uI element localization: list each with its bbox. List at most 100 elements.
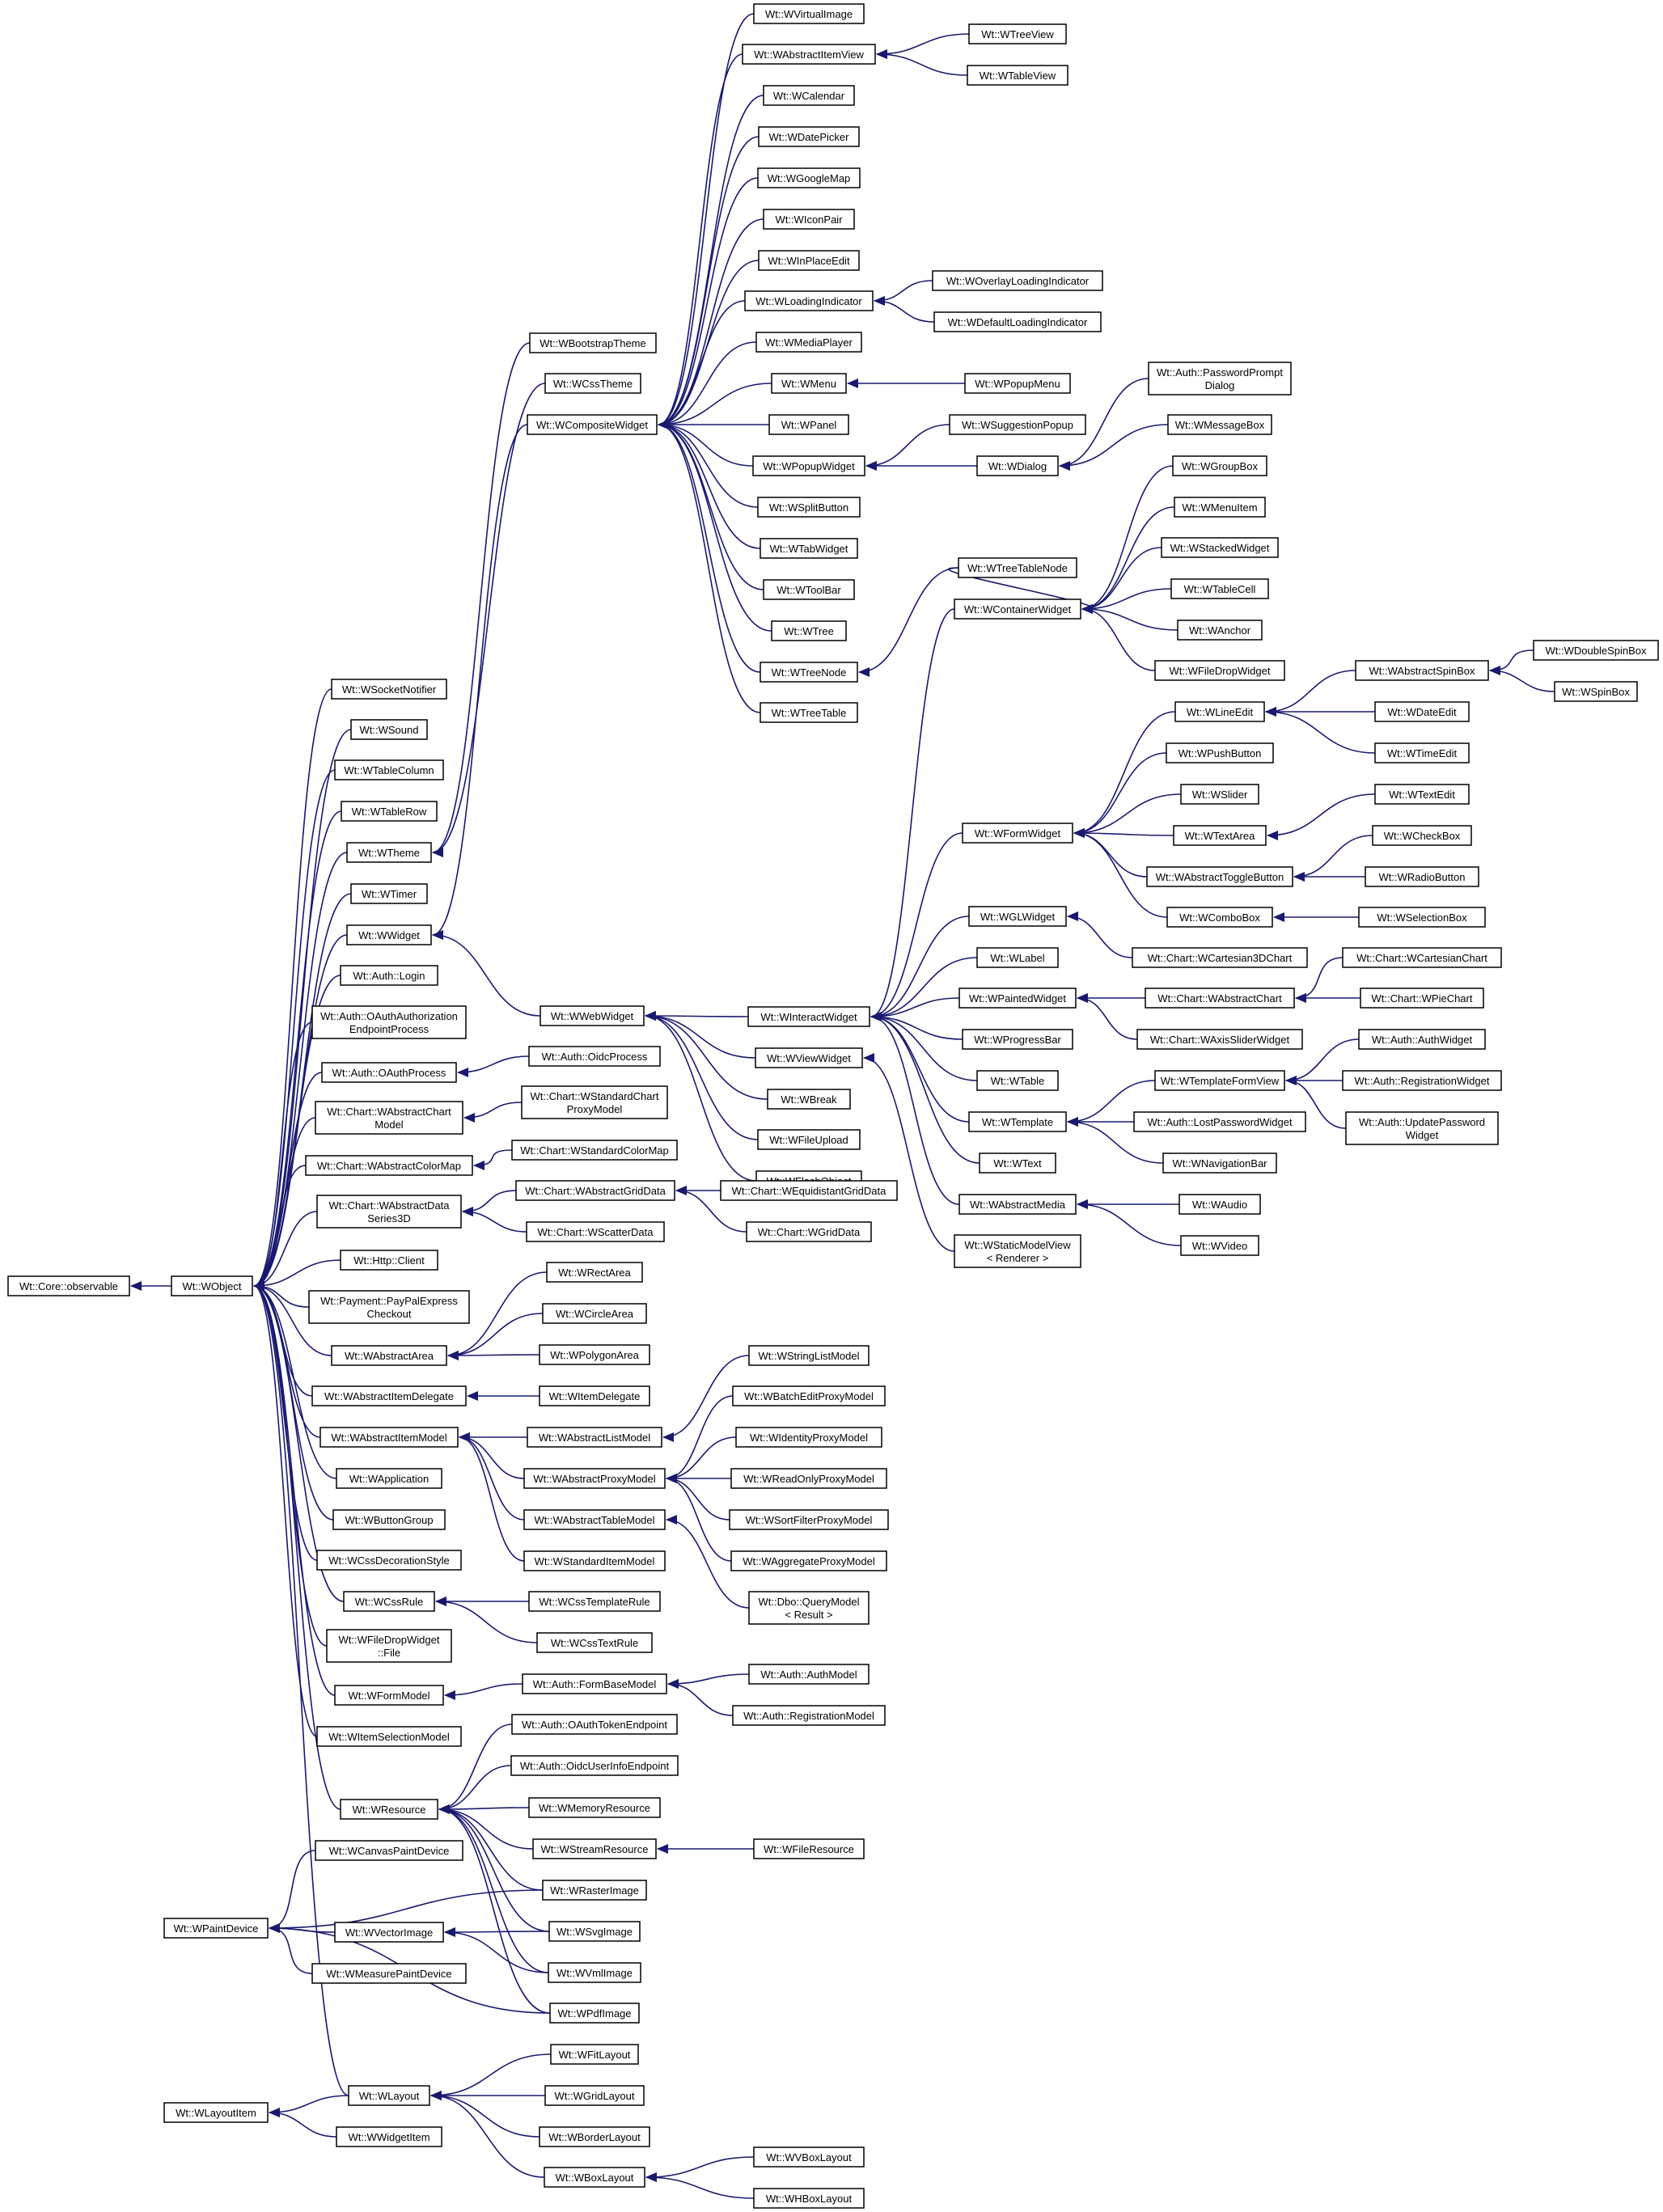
class-node-w-web-widget[interactable]: Wt::WWebWidget xyxy=(540,1005,645,1026)
class-node-w-css-template-rule[interactable]: Wt::WCssTemplateRule xyxy=(528,1591,661,1612)
class-node-w-abstract-item-view[interactable]: Wt::WAbstractItemView xyxy=(742,44,876,65)
class-node-w-tree[interactable]: Wt::WTree xyxy=(771,620,847,641)
class-node-w-fit-layout[interactable]: Wt::WFitLayout xyxy=(550,2044,639,2065)
class-node-w-vml-image[interactable]: Wt::WVmlImage xyxy=(548,1962,641,1983)
class-node-w-read-only-proxy-model[interactable]: Wt::WReadOnlyProxyModel xyxy=(730,1468,887,1489)
class-node-auth-model[interactable]: Wt::Auth::AuthModel xyxy=(748,1664,870,1685)
class-node-w-theme[interactable]: Wt::WTheme xyxy=(346,842,432,863)
class-node-w-virtual-image[interactable]: Wt::WVirtualImage xyxy=(753,3,865,24)
class-node-w-dialog[interactable]: Wt::WDialog xyxy=(976,455,1059,476)
class-node-w-interact-widget[interactable]: Wt::WInteractWidget xyxy=(747,1006,870,1027)
class-node-w-layout[interactable]: Wt::WLayout xyxy=(348,2085,430,2106)
class-node-w-text-edit[interactable]: Wt::WTextEdit xyxy=(1374,784,1470,805)
class-node-w-abstract-list-model[interactable]: Wt::WAbstractListModel xyxy=(527,1427,662,1448)
class-node-w-static-model-view[interactable]: Wt::WStaticModelView< Renderer > xyxy=(954,1234,1081,1268)
class-node-observable[interactable]: Wt::Core::observable xyxy=(7,1275,130,1296)
class-node-w-socket-notifier[interactable]: Wt::WSocketNotifier xyxy=(331,679,447,700)
class-node-w-double-spin-box[interactable]: Wt::WDoubleSpinBox xyxy=(1533,640,1659,661)
class-node-dbo-query-model[interactable]: Wt::Dbo::QueryModel< Result > xyxy=(748,1591,870,1625)
class-node-w-abstract-spin-box[interactable]: Wt::WAbstractSpinBox xyxy=(1355,660,1489,681)
class-node-w-grid-data[interactable]: Wt::Chart::WGridData xyxy=(746,1221,872,1242)
class-node-w-suggestion-popup[interactable]: Wt::WSuggestionPopup xyxy=(949,414,1086,435)
class-node-w-resource[interactable]: Wt::WResource xyxy=(340,1799,438,1820)
class-node-w-abstract-proxy-model[interactable]: Wt::WAbstractProxyModel xyxy=(523,1468,666,1489)
class-node-w-video[interactable]: Wt::WVideo xyxy=(1180,1235,1259,1256)
class-node-auth-widget[interactable]: Wt::Auth::AuthWidget xyxy=(1358,1029,1486,1050)
class-node-auth-login[interactable]: Wt::Auth::Login xyxy=(340,965,438,986)
class-node-w-tree-node[interactable]: Wt::WTreeNode xyxy=(760,662,858,683)
class-node-w-svg-image[interactable]: Wt::WSvgImage xyxy=(548,1921,641,1942)
class-node-w-scatter-data[interactable]: Wt::Chart::WScatterData xyxy=(526,1221,665,1242)
class-node-w-file-drop-widget[interactable]: Wt::WFileDropWidget xyxy=(1154,660,1285,681)
class-node-w-table-column[interactable]: Wt::WTableColumn xyxy=(334,759,444,780)
class-node-w-line-edit[interactable]: Wt::WLineEdit xyxy=(1174,701,1265,722)
class-node-w-css-rule[interactable]: Wt::WCssRule xyxy=(343,1591,435,1612)
class-node-w-grid-layout[interactable]: Wt::WGridLayout xyxy=(544,2085,645,2106)
class-node-w-abstract-media[interactable]: Wt::WAbstractMedia xyxy=(958,1194,1077,1215)
class-node-w-text[interactable]: Wt::WText xyxy=(979,1153,1056,1174)
class-node-w-message-box[interactable]: Wt::WMessageBox xyxy=(1167,414,1272,435)
class-node-w-view-widget[interactable]: Wt::WViewWidget xyxy=(755,1047,863,1068)
class-node-w-memory-resource[interactable]: Wt::WMemoryResource xyxy=(528,1797,661,1818)
class-node-w-timer[interactable]: Wt::WTimer xyxy=(350,883,428,904)
class-node-w-table-cell[interactable]: Wt::WTableCell xyxy=(1170,578,1269,599)
class-node-lost-password-widget[interactable]: Wt::Auth::LostPasswordWidget xyxy=(1133,1111,1306,1132)
class-node-w-batch-edit-proxy-model[interactable]: Wt::WBatchEditProxyModel xyxy=(732,1385,886,1406)
class-node-w-table[interactable]: Wt::WTable xyxy=(976,1070,1059,1091)
class-node-w-icon-pair[interactable]: Wt::WIconPair xyxy=(763,209,855,230)
class-node-http-client[interactable]: Wt::Http::Client xyxy=(340,1250,438,1271)
class-node-o-auth-token-endpoint[interactable]: Wt::Auth::OAuthTokenEndpoint xyxy=(511,1714,678,1735)
class-node-w-break[interactable]: Wt::WBreak xyxy=(767,1089,851,1110)
class-node-w-popup-widget[interactable]: Wt::WPopupWidget xyxy=(752,455,865,476)
class-node-w-popup-menu[interactable]: Wt::WPopupMenu xyxy=(964,373,1071,394)
class-node-w-panel[interactable]: Wt::WPanel xyxy=(768,414,849,435)
class-node-w-rect-area[interactable]: Wt::WRectArea xyxy=(546,1262,643,1283)
class-node-w-cartesian-chart[interactable]: Wt::Chart::WCartesianChart xyxy=(1342,947,1502,968)
class-node-w-circle-area[interactable]: Wt::WCircleArea xyxy=(542,1303,647,1324)
class-node-w-slider[interactable]: Wt::WSlider xyxy=(1180,784,1259,805)
class-node-w-raster-image[interactable]: Wt::WRasterImage xyxy=(542,1880,647,1901)
class-node-w-tab-widget[interactable]: Wt::WTabWidget xyxy=(760,538,858,559)
class-node-oidc-user-info-endpoint[interactable]: Wt::Auth::OidcUserInfoEndpoint xyxy=(510,1755,679,1776)
class-node-w-date-edit[interactable]: Wt::WDateEdit xyxy=(1374,701,1470,722)
class-node-w-container-widget[interactable]: Wt::WContainerWidget xyxy=(954,598,1081,620)
class-node-w-sound[interactable]: Wt::WSound xyxy=(350,719,428,740)
class-node-w-loading-indicator[interactable]: Wt::WLoadingIndicator xyxy=(744,290,874,311)
class-node-w-css-decoration-style[interactable]: Wt::WCssDecorationStyle xyxy=(316,1550,462,1571)
class-node-w-menu[interactable]: Wt::WMenu xyxy=(771,373,847,394)
class-node-w-stream-resource[interactable]: Wt::WStreamResource xyxy=(532,1838,657,1859)
class-node-w-cartesian3-d-chart[interactable]: Wt::Chart::WCartesian3DChart xyxy=(1132,947,1308,968)
class-node-w-abstract-item-delegate[interactable]: Wt::WAbstractItemDelegate xyxy=(311,1385,467,1406)
class-node-w-axis-slider-widget[interactable]: Wt::Chart::WAxisSliderWidget xyxy=(1136,1029,1303,1050)
class-node-w-tree-table[interactable]: Wt::WTreeTable xyxy=(760,702,858,723)
class-node-w-bootstrap-theme[interactable]: Wt::WBootstrapTheme xyxy=(529,332,657,353)
class-node-w-widget-item[interactable]: Wt::WWidgetItem xyxy=(336,2126,442,2147)
class-node-w-progress-bar[interactable]: Wt::WProgressBar xyxy=(962,1029,1073,1050)
class-node-w-template-form-view[interactable]: Wt::WTemplateFormView xyxy=(1154,1070,1285,1091)
class-node-w-file-resource[interactable]: Wt::WFileResource xyxy=(753,1838,865,1859)
class-node-w-abstract-color-map[interactable]: Wt::Chart::WAbstractColorMap xyxy=(305,1155,473,1176)
class-node-w-identity-proxy-model[interactable]: Wt::WIdentityProxyModel xyxy=(735,1427,882,1448)
class-node-w-default-loading-indicator[interactable]: Wt::WDefaultLoadingIndicator xyxy=(933,311,1102,332)
class-node-w-combo-box[interactable]: Wt::WComboBox xyxy=(1166,907,1273,928)
class-node-w-form-model[interactable]: Wt::WFormModel xyxy=(334,1685,444,1706)
class-node-w-canvas-paint-device[interactable]: Wt::WCanvasPaintDevice xyxy=(315,1840,463,1861)
class-node-w-abstract-item-model[interactable]: Wt::WAbstractItemModel xyxy=(319,1427,459,1448)
class-node-w-pdf-image[interactable]: Wt::WPdfImage xyxy=(549,2003,640,2024)
class-node-w-layout-item[interactable]: Wt::WLayoutItem xyxy=(163,2102,269,2123)
class-node-w-in-place-edit[interactable]: Wt::WInPlaceEdit xyxy=(758,250,860,271)
class-node-w-button-group[interactable]: Wt::WButtonGroup xyxy=(332,1509,446,1530)
class-node-w-item-selection-model[interactable]: Wt::WItemSelectionModel xyxy=(316,1726,462,1747)
class-node-w-template[interactable]: Wt::WTemplate xyxy=(968,1111,1067,1132)
class-node-w-group-box[interactable]: Wt::WGroupBox xyxy=(1172,455,1267,476)
class-node-w-measure-paint-device[interactable]: Wt::WMeasurePaintDevice xyxy=(311,1963,467,1984)
class-node-w-application[interactable]: Wt::WApplication xyxy=(336,1468,442,1489)
class-node-form-base-model[interactable]: Wt::Auth::FormBaseModel xyxy=(522,1673,667,1694)
class-node-w-abstract-chart[interactable]: Wt::Chart::WAbstractChart xyxy=(1145,988,1295,1009)
